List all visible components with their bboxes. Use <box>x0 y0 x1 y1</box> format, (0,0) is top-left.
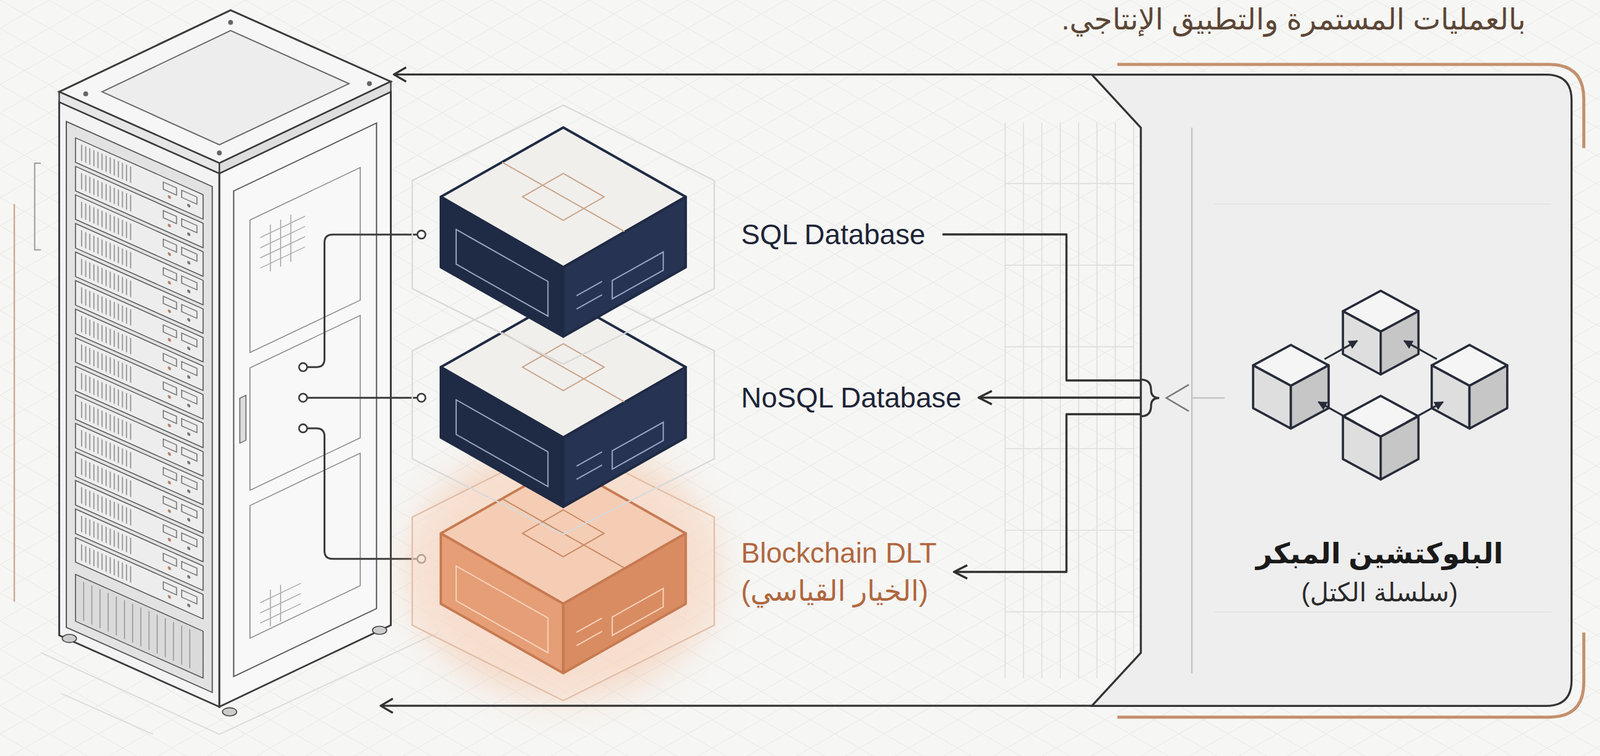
wire <box>303 234 422 368</box>
node-text: Blockchain DLT <box>741 534 937 573</box>
screw <box>83 91 89 97</box>
wire <box>303 428 422 560</box>
flow-arrow <box>380 698 1092 713</box>
cube-left <box>440 533 564 674</box>
cube-right <box>563 533 686 674</box>
block-link <box>1324 340 1357 360</box>
block-left <box>1342 416 1381 480</box>
rack-front-face <box>58 101 220 708</box>
panel-outline <box>1089 61 1577 720</box>
vent-slots <box>83 582 190 669</box>
heading-fragment: بالعمليات المستمرة والتطبيق الإنتاجي. <box>1061 1 1526 39</box>
block-right <box>1469 365 1508 429</box>
cube-left <box>440 367 564 508</box>
block-link <box>1405 402 1443 423</box>
node-text: (الخيار القياسي) <box>741 572 937 611</box>
rack-wires <box>303 234 422 560</box>
dimension-bracket <box>34 163 42 250</box>
database-cube <box>411 104 715 365</box>
wire <box>303 397 422 400</box>
wire-dot <box>417 394 426 403</box>
panel-shape <box>1091 74 1572 707</box>
database-box: Blockchain DLT(الخيار القياسي) <box>440 530 955 614</box>
rack-wheel <box>62 634 77 643</box>
wire-dot <box>299 394 307 403</box>
cube-top-detail <box>502 499 625 569</box>
rack-top <box>58 10 391 164</box>
side-panel <box>249 315 360 491</box>
rack-side-face <box>219 92 391 708</box>
database-box: NoSQL Database <box>440 375 979 421</box>
cube-face-detail <box>456 566 664 653</box>
panel-accent <box>1117 64 1585 148</box>
cube-face-detail <box>456 229 664 317</box>
rack-frame <box>66 121 213 693</box>
block-left <box>1342 311 1381 375</box>
merge-chevron <box>1166 384 1190 412</box>
cube-hexagon <box>411 104 715 365</box>
side-hatch <box>260 208 306 632</box>
cube-right <box>563 197 686 338</box>
connector <box>954 414 1141 573</box>
panel-guide <box>1191 127 1225 674</box>
block-left <box>1253 365 1292 429</box>
connectors <box>942 234 1141 573</box>
connector <box>978 396 1141 399</box>
panel-accent <box>1117 633 1585 718</box>
panel-box: البلوكتشين المبكر(سلسلة الكتل) <box>1089 61 1577 720</box>
database-box: SQL Database <box>440 211 943 258</box>
screw <box>367 81 373 86</box>
rack-door <box>233 123 377 678</box>
cube-left <box>440 197 564 338</box>
illustration <box>14 10 1134 735</box>
node-text: البلوكتشين المبكر <box>1183 534 1577 574</box>
screw <box>216 150 222 156</box>
wire-dots <box>299 230 426 564</box>
panel-text: البلوكتشين المبكر(سلسلة الكتل) <box>1183 534 1577 613</box>
node-text: NoSQL Database <box>741 378 962 417</box>
cube-face-detail <box>456 400 664 487</box>
grid-lines <box>1005 122 1134 679</box>
block-link <box>1318 402 1356 423</box>
rack-side <box>219 92 391 708</box>
rack-wheel <box>222 707 237 716</box>
cube-right <box>563 367 686 508</box>
node-text: (سلسلة الكتل) <box>1183 573 1577 613</box>
blockchain-icon <box>1253 291 1508 480</box>
block-left <box>1431 365 1470 429</box>
wire-dot <box>299 363 307 372</box>
side-panel <box>249 167 360 354</box>
connector <box>942 234 1141 381</box>
block-right <box>1291 365 1330 429</box>
node-text: SQL Database <box>741 215 926 254</box>
flow-arrow <box>394 67 1093 82</box>
screw <box>228 20 234 26</box>
dimension-line <box>13 203 15 602</box>
block-link <box>1404 340 1437 360</box>
rack-front <box>58 101 220 708</box>
merge-brace <box>1140 380 1160 417</box>
block-right <box>1380 416 1419 480</box>
server-rack <box>58 10 391 717</box>
block-right <box>1380 311 1419 375</box>
cube-top-detail <box>502 162 625 232</box>
rack-wheel <box>372 626 387 635</box>
wire-dot <box>299 424 307 433</box>
door-handle <box>240 395 247 444</box>
rack-vent <box>75 574 204 679</box>
wire-dot <box>417 230 426 239</box>
rack-lid <box>101 30 349 145</box>
